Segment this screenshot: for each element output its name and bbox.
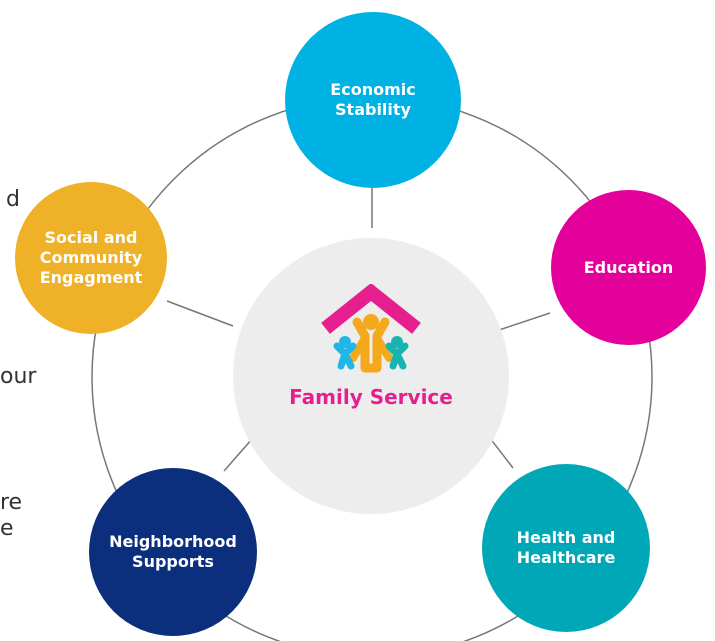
node-neighborhood-supports: Neighborhood Supports [89, 468, 257, 636]
center-parent-icon [349, 314, 393, 373]
node-label-economic-stability: Economic Stability [330, 80, 416, 119]
clipped-text-2: our [0, 364, 37, 389]
node-label-neighborhood-supports: Neighborhood Supports [109, 532, 237, 571]
node-label-social-community-engagment: Social and Community Engagment [39, 228, 143, 287]
node-label-health-and-healthcare: Health and Healthcare [516, 528, 616, 567]
left-child-icon [333, 336, 357, 370]
center-brand-label: Family Service [289, 385, 453, 409]
node-economic-stability: Economic Stability [285, 12, 461, 188]
connector-right [495, 312, 551, 332]
roof-icon [321, 284, 421, 334]
connector-left [166, 300, 234, 327]
node-label-education: Education [583, 257, 674, 277]
clipped-text-1: d [6, 187, 20, 212]
right-child-icon [385, 336, 409, 370]
clipped-text-3: re [0, 490, 23, 515]
family-service-logo [321, 284, 421, 373]
clipped-text-4: e [0, 516, 14, 541]
node-social-community-engagment: Social and Community Engagment [15, 182, 167, 334]
node-health-and-healthcare: Health and Healthcare [482, 464, 650, 632]
node-education: Education [551, 190, 706, 345]
